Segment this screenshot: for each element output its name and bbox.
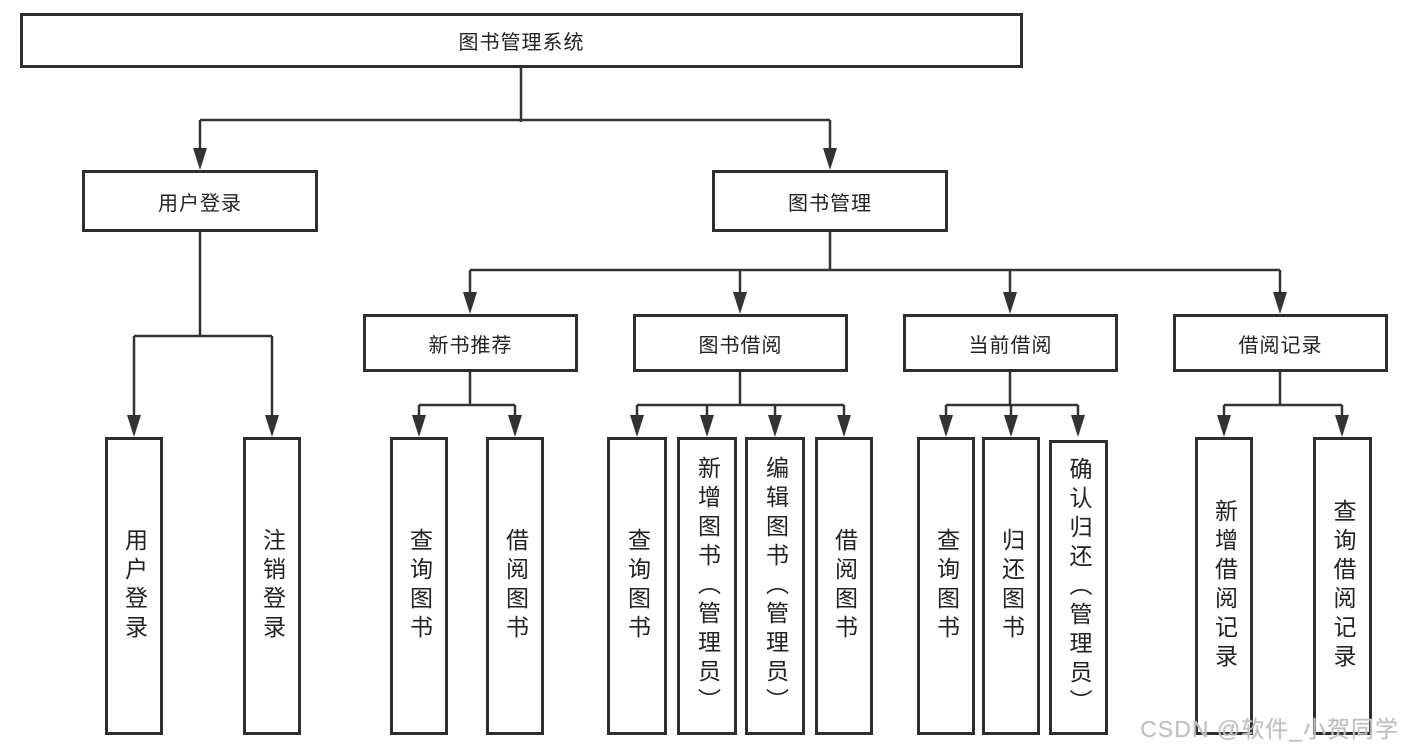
- node-label: 当前借阅: [968, 334, 1053, 357]
- leaf-query-books-borrowing: 查询图书: [607, 437, 667, 735]
- leaf-query-borrow-record: 查询借阅记录: [1313, 437, 1372, 735]
- leaf-borrow-books-recommend: 借阅图书: [486, 437, 544, 735]
- leaf-query-books-current: 查询图书: [917, 437, 975, 735]
- csdn-watermark: CSDN @软件_小贺同学: [1140, 716, 1399, 742]
- leaf-label: 查询图书: [624, 528, 651, 644]
- node-user-login: 用户登录: [82, 170, 318, 232]
- leaf-user-login: 用户登录: [105, 437, 163, 735]
- leaf-borrow-books-borrowing: 借阅图书: [815, 437, 873, 735]
- node-label: 图书管理: [788, 192, 872, 215]
- leaf-label: 查询图书: [406, 528, 433, 644]
- leaf-label: 用户登录: [121, 528, 148, 644]
- leaf-return-book: 归还图书: [982, 437, 1040, 735]
- node-library-management-system: 图书管理系统: [20, 13, 1023, 68]
- node-borrowing-records: 借阅记录: [1173, 314, 1388, 372]
- leaf-label: 借阅图书: [502, 528, 529, 644]
- node-label: 用户登录: [158, 192, 242, 215]
- node-label: 借阅记录: [1238, 334, 1323, 357]
- leaf-confirm-return-admin: 确认归还（管理员）: [1049, 440, 1108, 735]
- leaf-label: 借阅图书: [831, 528, 858, 644]
- leaf-label: 编辑图书（管理员）: [762, 455, 789, 717]
- leaf-query-books-recommend: 查询图书: [390, 437, 448, 735]
- node-new-book-recommend: 新书推荐: [363, 314, 578, 372]
- leaf-label: 注销登录: [259, 528, 286, 644]
- arrowheads: [127, 148, 1349, 437]
- leaf-label: 确认归还（管理员）: [1066, 457, 1092, 718]
- node-book-management: 图书管理: [712, 170, 948, 232]
- leaf-label: 归还图书: [998, 528, 1025, 644]
- leaf-add-borrow-record: 新增借阅记录: [1195, 437, 1253, 735]
- leaf-label: 新增借阅记录: [1211, 499, 1238, 673]
- node-book-borrowing: 图书借阅: [633, 314, 848, 372]
- leaf-logout: 注销登录: [243, 437, 301, 735]
- leaf-label: 查询借阅记录: [1330, 499, 1356, 673]
- leaf-add-book-admin: 新增图书（管理员）: [677, 437, 737, 735]
- node-label: 图书管理系统: [458, 32, 585, 54]
- node-current-borrowing: 当前借阅: [903, 314, 1118, 372]
- node-label: 新书推荐: [428, 334, 513, 357]
- node-label: 图书借阅: [698, 334, 783, 357]
- leaf-edit-book-admin: 编辑图书（管理员）: [745, 437, 805, 735]
- leaf-label: 查询图书: [933, 528, 960, 644]
- leaf-label: 新增图书（管理员）: [694, 455, 721, 717]
